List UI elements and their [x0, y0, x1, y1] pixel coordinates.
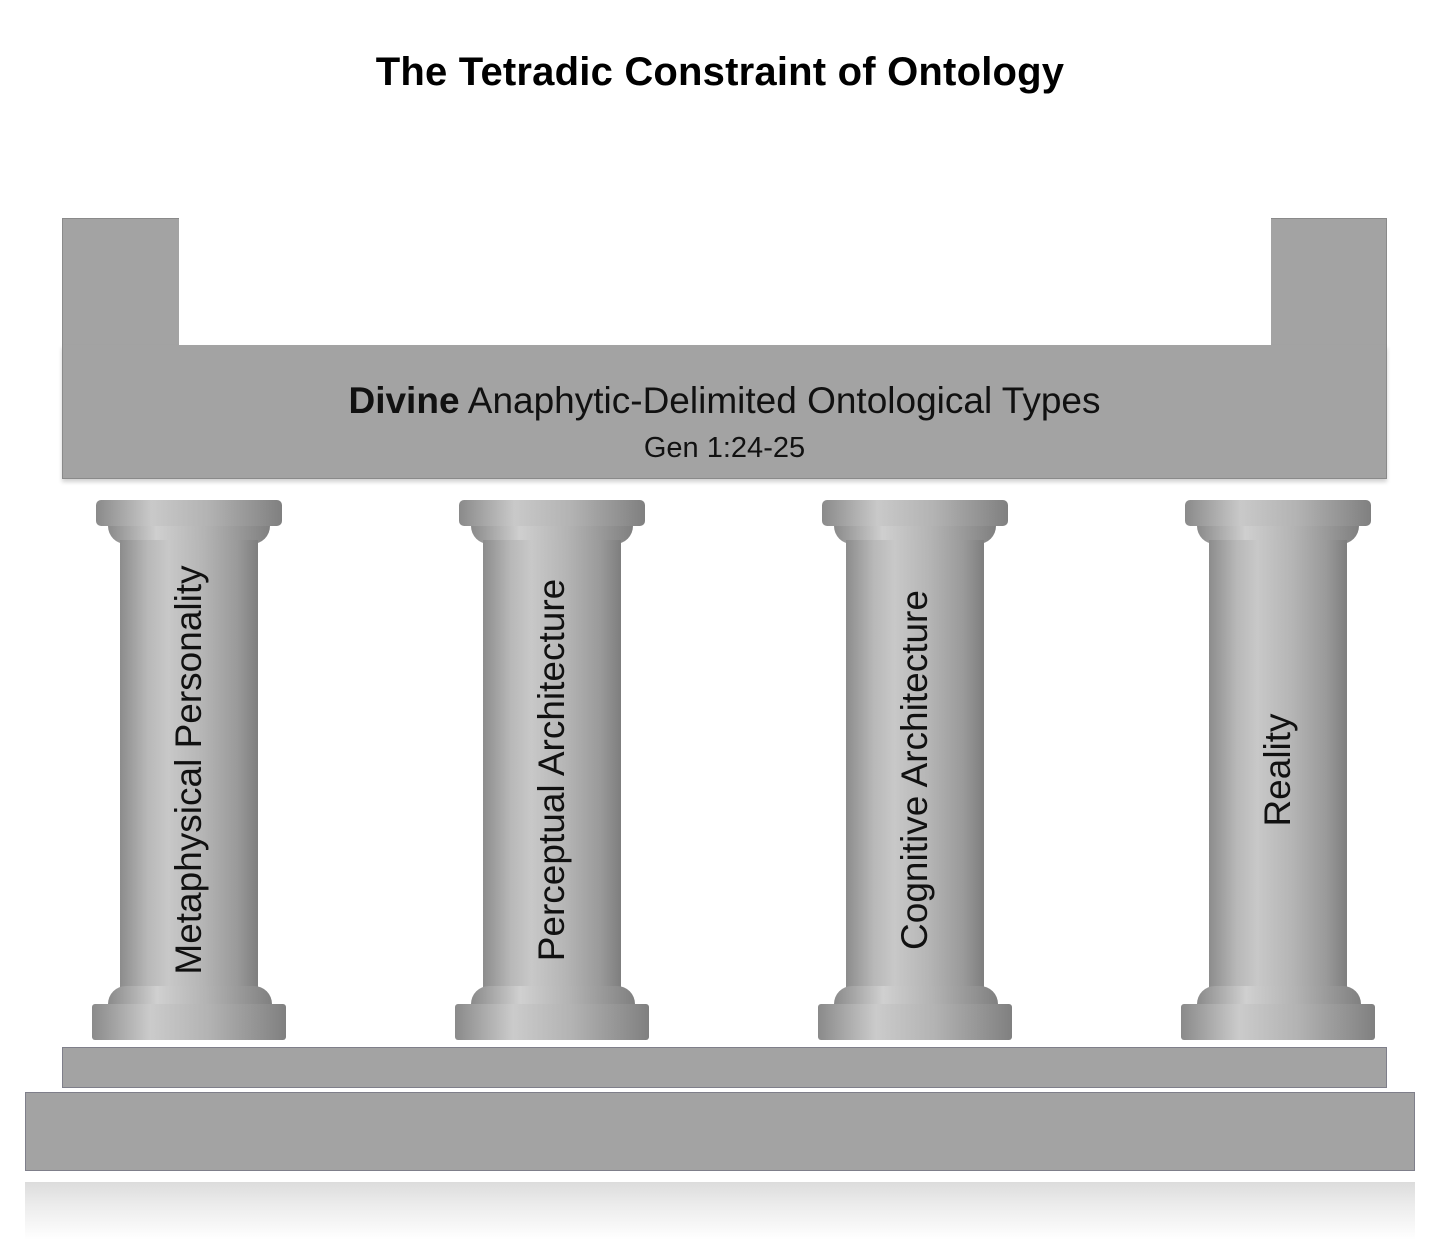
- pillar-shaft: [483, 540, 621, 990]
- pillar-base-torus: [834, 986, 998, 1004]
- pillar-shaft: [1209, 540, 1347, 990]
- pillar-capital-neck: [1197, 526, 1359, 544]
- pillar-base-torus: [471, 986, 635, 1004]
- beam-left-post: [62, 218, 179, 346]
- floor-reflection: [25, 1182, 1415, 1240]
- beam-reference: Gen 1:24-25: [643, 432, 806, 464]
- pillar-capital-neck: [108, 526, 270, 544]
- floor-lower-step: [25, 1092, 1415, 1171]
- pillar-label: Cognitive Architecture: [894, 590, 935, 950]
- pillar-base-torus: [1197, 986, 1361, 1004]
- pillar-label: Reality: [1257, 713, 1298, 827]
- pillar-label: Perceptual Architecture: [531, 578, 572, 962]
- pillar-reality: Reality: [1181, 500, 1375, 1042]
- pillar-shaft: [846, 540, 984, 990]
- pillar-shaft: [120, 540, 258, 990]
- pillar-capital: [459, 500, 645, 526]
- pillar-capital: [1185, 500, 1371, 526]
- pillar-base-torus: [108, 986, 272, 1004]
- pillar-metaphysical-personality: Metaphysical Personality: [92, 500, 286, 1042]
- pillar-label: Metaphysical Personality: [168, 565, 209, 975]
- beam-label-bold: Divine: [348, 380, 460, 421]
- diagram-title: The Tetradic Constraint of Ontology: [375, 50, 1065, 94]
- floor-upper-step: [62, 1047, 1387, 1088]
- top-beam: [62, 345, 1387, 479]
- beam-label-rest: Anaphytic-Delimited Ontological Types: [459, 380, 1101, 421]
- pillar-cognitive-architecture: Cognitive Architecture: [818, 500, 1012, 1042]
- beam-right-post: [1271, 218, 1387, 346]
- pillar-plinth: [92, 1004, 286, 1040]
- pillar-plinth: [1181, 1004, 1375, 1040]
- pillar-perceptual-architecture: Perceptual Architecture: [455, 500, 649, 1042]
- pillar-capital-neck: [471, 526, 633, 544]
- pillar-capital: [822, 500, 1008, 526]
- pillar-plinth: [455, 1004, 649, 1040]
- beam-label: Divine Anaphytic-Delimited Ontological T…: [62, 380, 1387, 422]
- pillar-plinth: [818, 1004, 1012, 1040]
- pillar-capital: [96, 500, 282, 526]
- pillar-capital-neck: [834, 526, 996, 544]
